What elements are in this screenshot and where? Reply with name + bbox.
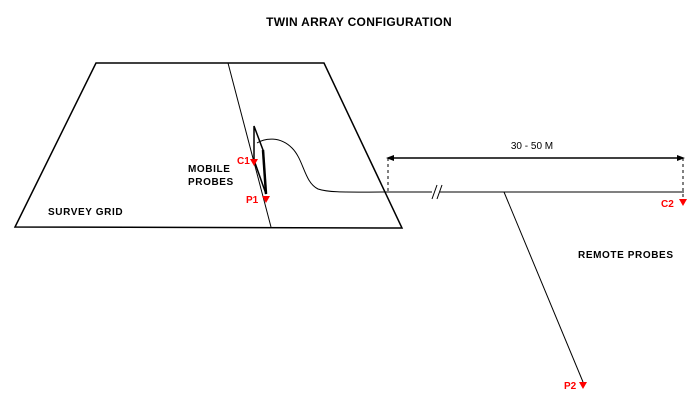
probe-p1-marker-icon: [262, 196, 270, 203]
probe-p1: P1: [246, 195, 270, 206]
distance-label: 30 - 50 M: [511, 141, 553, 152]
probe-c2: C2: [661, 199, 687, 210]
probe-p2-marker-icon: [579, 382, 587, 389]
dimension-arrow-right: [677, 155, 685, 161]
probe-c1-label: C1: [237, 156, 250, 167]
survey-grid-outline: [13, 62, 404, 229]
cable-break-mark-2: [436, 184, 443, 200]
cable-break-mark-1: [431, 184, 438, 200]
probe-c2-marker-icon: [679, 199, 687, 206]
probe-p1-label: P1: [246, 195, 259, 206]
dimension-arrow-left: [386, 155, 394, 161]
mobile-probe-bar: [261, 149, 268, 195]
probe-c2-label: C2: [661, 199, 674, 210]
probe-p2: P2: [564, 381, 587, 392]
mobile-probes-label-line1: MOBILE: [188, 164, 231, 175]
remote-probe-line: [503, 191, 584, 383]
probe-p2-label: P2: [564, 381, 577, 392]
remote-probes-label: REMOTE PROBES: [578, 250, 674, 261]
diagram-title: TWIN ARRAY CONFIGURATION: [266, 15, 452, 29]
probe-c1: C1: [237, 156, 258, 167]
mobile-probes-label-line2: PROBES: [188, 177, 234, 188]
survey-grid-line: [227, 62, 272, 228]
survey-grid-label: SURVEY GRID: [48, 207, 123, 218]
cable-line: [256, 138, 684, 193]
probe-c1-marker-icon: [250, 159, 258, 166]
